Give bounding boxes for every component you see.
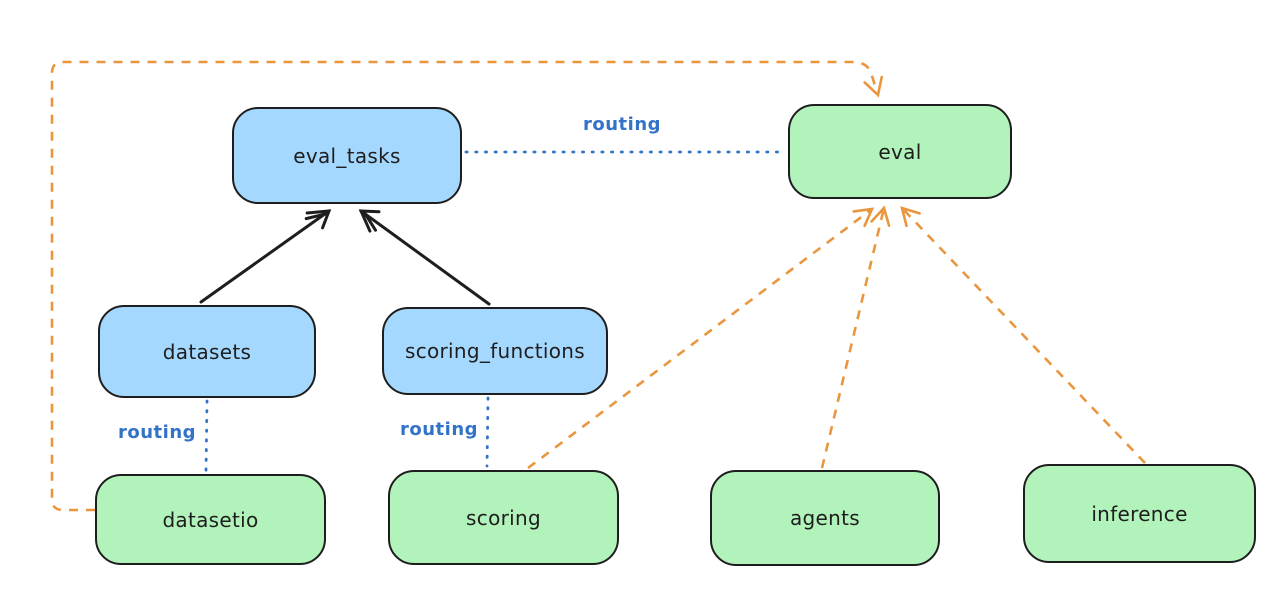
node-scoring-functions-label: scoring_functions bbox=[404, 339, 586, 363]
node-inference: inference bbox=[1023, 464, 1256, 563]
edge-scoring-to-eval bbox=[527, 207, 875, 470]
routing-label-eval-tasks-eval: routing bbox=[582, 114, 662, 135]
edge-datasetio-to-eval bbox=[50, 60, 884, 512]
node-eval: eval bbox=[788, 104, 1012, 199]
edge-scoring-functions-to-scoring-routing bbox=[485, 396, 490, 468]
node-datasets: datasets bbox=[98, 305, 316, 398]
routing-label-datasets-datasetio: routing bbox=[117, 422, 197, 443]
node-scoring: scoring bbox=[388, 470, 619, 565]
node-inference-label: inference bbox=[1091, 501, 1188, 526]
edge-datasets-to-datasetio-routing bbox=[204, 399, 209, 473]
node-datasetio-label: datasetio bbox=[162, 507, 259, 532]
node-agents-label: agents bbox=[790, 506, 860, 530]
edge-inference-to-eval bbox=[900, 206, 1146, 464]
edge-scoring-functions-to-eval-tasks bbox=[358, 209, 491, 306]
edge-agents-to-eval bbox=[820, 205, 891, 469]
node-scoring-functions: scoring_functions bbox=[382, 307, 608, 395]
node-eval-tasks: eval_tasks bbox=[232, 107, 462, 204]
node-scoring-label: scoring bbox=[466, 505, 541, 530]
node-datasets-label: datasets bbox=[162, 339, 252, 364]
node-eval-label: eval bbox=[878, 139, 922, 164]
node-eval-tasks-label: eval_tasks bbox=[293, 143, 401, 168]
node-datasetio: datasetio bbox=[95, 474, 326, 565]
node-agents: agents bbox=[710, 470, 940, 566]
routing-label-scoring-functions-scoring: routing bbox=[399, 419, 479, 440]
edge-datasets-to-eval-tasks bbox=[199, 209, 332, 304]
